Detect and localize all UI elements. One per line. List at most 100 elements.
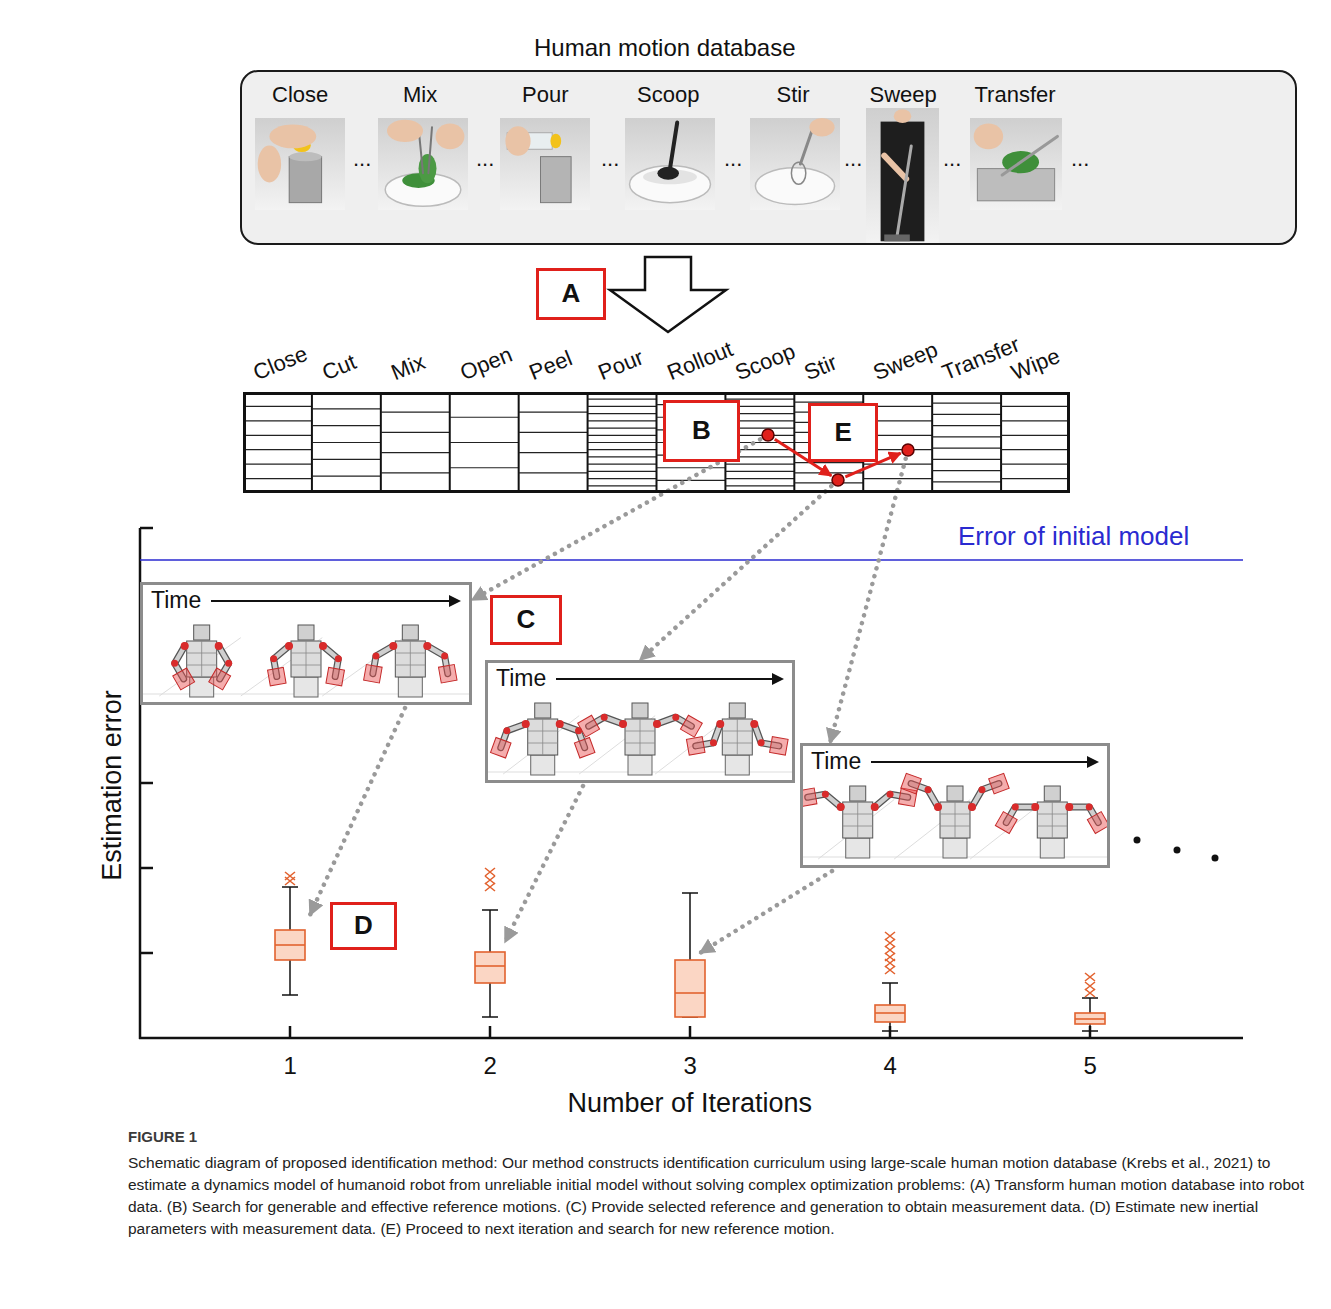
leader-arrow (310, 708, 405, 915)
robot-figure (722, 719, 752, 755)
robot-figure (187, 641, 217, 677)
tick-label: 1 (284, 1052, 297, 1080)
callout-box: D (330, 902, 397, 950)
table-grid (243, 464, 312, 465)
table-grid (588, 420, 657, 421)
motion-label: Stir (777, 82, 810, 107)
table-grid (312, 425, 381, 426)
time-label: Time (811, 748, 861, 774)
table-grid (450, 417, 519, 418)
table-grid (588, 427, 657, 428)
callout-letter: E (835, 418, 852, 448)
table-grid (932, 403, 1001, 404)
box-plot (275, 872, 305, 995)
database-background (240, 70, 1297, 245)
robot-figure (1037, 802, 1067, 838)
robot-snapshots (241, 638, 322, 696)
robot-figure (402, 625, 418, 640)
robot-figure (423, 642, 431, 650)
motion-label: Mix (403, 82, 437, 107)
table-grid (931, 392, 933, 493)
robot-figure (542, 719, 543, 755)
table-grid (725, 471, 794, 472)
robot-figure (1086, 804, 1093, 811)
robot-figure (653, 720, 661, 728)
callout-letter: A (562, 279, 581, 309)
box-plot (475, 868, 505, 1017)
motion-photo (289, 157, 321, 203)
robot-figure (822, 791, 829, 798)
robot-figure (270, 655, 277, 662)
robot-figure (857, 802, 858, 838)
robot-figure (285, 642, 293, 650)
table-grid (450, 442, 519, 443)
box-plot (1085, 982, 1095, 990)
motion-photo (755, 168, 834, 205)
motion-photo (970, 118, 1062, 210)
motion-label: ... (943, 146, 961, 171)
box-plot (482, 1016, 498, 1018)
error-chart (139, 528, 1243, 1039)
box-plot (1082, 997, 1098, 999)
box-plot (875, 1012, 905, 1014)
table-grid (243, 435, 312, 436)
robot-figure (326, 667, 345, 686)
robot-figure (979, 786, 986, 793)
motion-photo (866, 108, 939, 244)
axis-title: Estimation error (96, 690, 127, 881)
robot-figure (1040, 838, 1064, 858)
robot-snapshots (655, 716, 731, 774)
box-plot (675, 893, 705, 1017)
motion-label: ... (476, 146, 494, 171)
motion-photo (550, 134, 561, 149)
robot-figure (578, 703, 703, 775)
table-grid (518, 392, 520, 493)
error-chart (489, 1026, 492, 1038)
robot-figure (398, 677, 422, 697)
robot-figure (173, 668, 195, 690)
robot-figure (491, 738, 512, 759)
robot-snapshots (322, 638, 404, 696)
tick-label: 3 (684, 1052, 697, 1080)
column-header: Rollout (663, 336, 736, 385)
table-grid (519, 412, 588, 413)
robot-figure (901, 773, 922, 794)
robot-figure (209, 668, 231, 690)
robot-figure (438, 664, 457, 683)
robot-figure (672, 714, 679, 721)
table-grid (1001, 435, 1070, 436)
robot-figure (268, 667, 287, 686)
error-chart (140, 527, 153, 530)
table-grid (312, 442, 381, 443)
time-label: Time (151, 587, 201, 613)
reference-line-label: Error of initial model (958, 522, 1189, 552)
column-header: Close (250, 341, 312, 386)
motion-photo (269, 124, 316, 148)
robot-figure (925, 786, 932, 793)
motion-photo (289, 152, 321, 161)
motion-photo (255, 118, 345, 210)
robot-figure (901, 773, 1009, 858)
table-grid (380, 392, 382, 493)
motion-photo (894, 109, 912, 123)
motion-photo (428, 127, 432, 173)
robot-snapshots (818, 800, 894, 859)
robot-figure (1031, 803, 1039, 811)
search-path (832, 474, 844, 486)
column-header: Stir (801, 349, 841, 385)
table-grid (588, 442, 657, 443)
robot-figure (194, 625, 210, 640)
robot-figure (556, 720, 564, 728)
robot-figure (947, 786, 963, 801)
error-chart (289, 1026, 292, 1038)
motion-photo (500, 118, 590, 210)
figure-caption: Schematic diagram of proposed identifica… (128, 1152, 1313, 1240)
motion-photo (378, 118, 468, 210)
table-grid (932, 425, 1001, 426)
box-plot (285, 877, 295, 885)
time-label: Time (496, 665, 546, 691)
error-chart (140, 782, 153, 785)
leader-arrow (505, 786, 583, 942)
continuation-dot (1134, 837, 1141, 844)
table-grid (243, 449, 312, 450)
